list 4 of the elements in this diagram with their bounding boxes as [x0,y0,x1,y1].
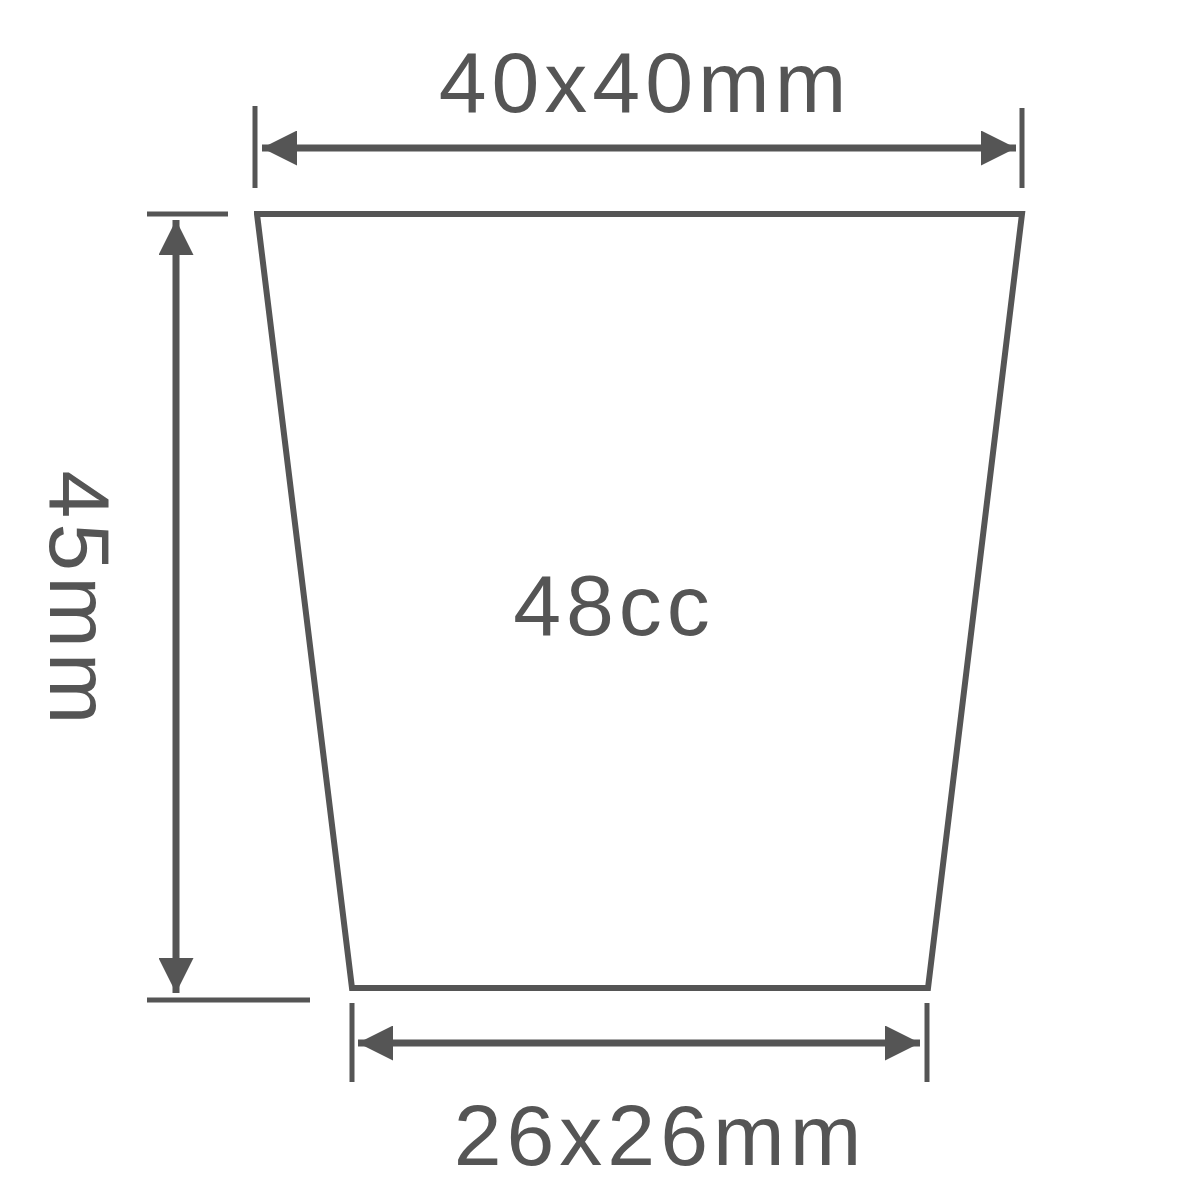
dimension-label: 45mm [37,470,123,730]
volume-label: 48cc [513,562,715,648]
dimension-label: 26x26mm [453,1092,867,1178]
dimension-label: 40x40mm [438,39,852,125]
